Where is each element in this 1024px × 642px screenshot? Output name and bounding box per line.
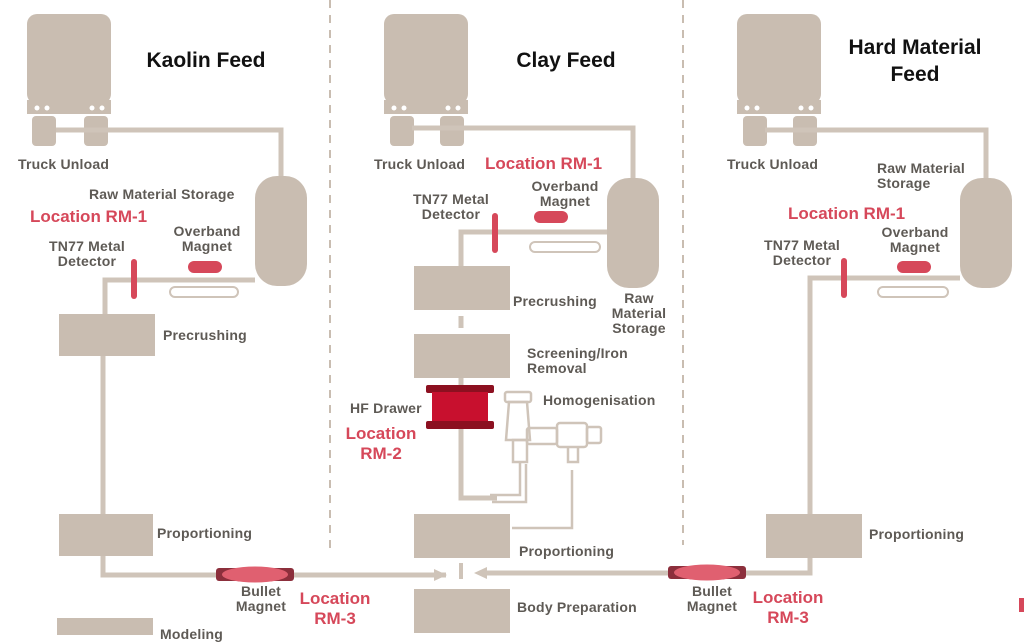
clay-truck-icon — [384, 14, 468, 146]
kaolin-location-rm1-label: Location RM-1 — [30, 207, 148, 226]
kaolin-to-bullet-line — [100, 556, 218, 578]
hf-drawer-label: HF Drawer — [350, 400, 422, 416]
kaolin-metal-detector — [131, 259, 137, 299]
hard-storage-to-proportion-line — [807, 275, 960, 516]
kaolin-truck-to-storage-line — [56, 127, 284, 180]
bullet-magnet-right — [668, 564, 746, 581]
arrow-right-into-center — [474, 567, 487, 579]
clay-proportioning-label: Proportioning — [519, 543, 615, 559]
kaolin-feed-title: Kaolin Feed — [146, 49, 266, 72]
clay-precrushing-label: Precrushing — [513, 293, 597, 309]
kaolin-precrushing-box — [59, 314, 155, 356]
clay-storage-to-precrush-line — [458, 229, 607, 268]
kaolin-proportioning-box — [59, 514, 153, 556]
kaolin-overband-belt — [169, 286, 239, 298]
hard-storage-silo — [960, 178, 1012, 288]
clay-precrushing-box — [414, 266, 510, 310]
clay-drawer-to-homogeniser-line — [458, 429, 497, 501]
kaolin-truck-icon — [27, 14, 111, 146]
clay-overband-belt — [529, 241, 601, 253]
kaolin-truck-unload-label: Truck Unload — [18, 156, 110, 172]
homogenisation-icon — [490, 390, 603, 530]
hard-proportioning-box — [766, 514, 862, 558]
hard-truck-unload-label: Truck Unload — [727, 156, 819, 172]
clay-screening-box — [414, 334, 510, 378]
kaolin-raw-storage-label: Raw Material Storage — [89, 186, 235, 202]
bullet-magnet-left — [216, 566, 294, 583]
body-preparation-box — [414, 589, 510, 633]
clay-proportioning-box — [414, 514, 510, 558]
hard-proportioning-label: Proportioning — [869, 526, 965, 542]
clay-storage-silo — [607, 178, 659, 288]
hard-truck-to-storage-line — [765, 127, 989, 182]
hard-location-rm1-label: Location RM-1 — [788, 204, 906, 223]
kaolin-precrushing-label: Precrushing — [163, 327, 247, 343]
clay-homogenisation-label: Homogenisation — [543, 392, 656, 408]
kaolin-storage-silo — [255, 176, 307, 286]
body-preparation-label: Body Preparation — [517, 599, 637, 615]
kaolin-overband-magnet — [188, 261, 222, 273]
clay-location-rm1-label: Location RM-1 — [485, 154, 603, 173]
hard-metal-detector — [841, 258, 847, 298]
hard-overband-belt — [877, 286, 949, 298]
hard-to-bullet-line — [745, 558, 813, 576]
kaolin-proportioning-label: Proportioning — [157, 525, 253, 541]
clay-metal-detector — [492, 213, 498, 253]
clay-truck-to-storage-line — [412, 125, 636, 182]
clay-feed-title: Clay Feed — [516, 49, 616, 72]
kaolin-storage-to-precrush-line — [102, 277, 255, 315]
clay-truck-unload-label: Truck Unload — [374, 156, 466, 172]
arrow-left-into-center — [434, 569, 447, 581]
clay-overband-magnet — [534, 211, 568, 223]
hard-truck-icon — [737, 14, 821, 146]
kaolin-next-box — [57, 618, 153, 635]
hard-overband-magnet — [897, 261, 931, 273]
edge-marker — [1019, 598, 1024, 612]
hf-drawer-icon — [426, 385, 494, 429]
